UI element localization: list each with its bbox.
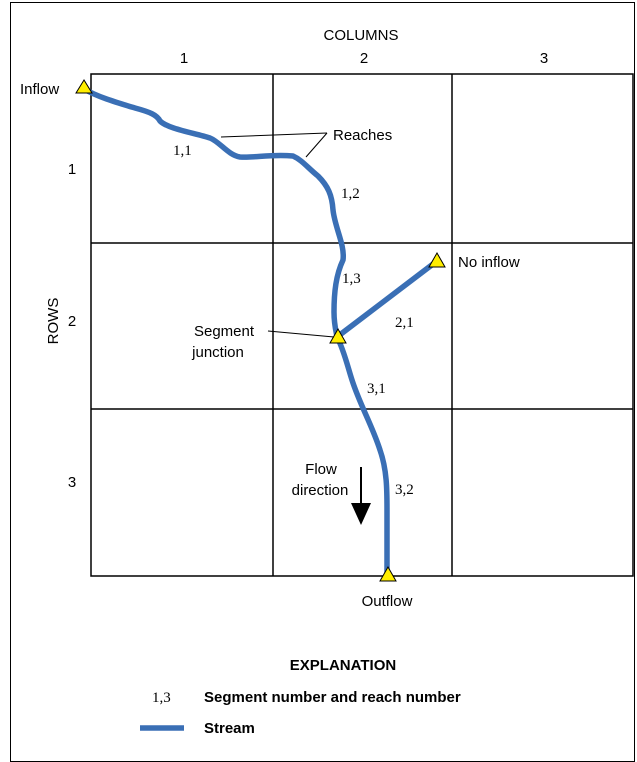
reach-label-2-1: 2,1: [395, 315, 414, 331]
segment-junction-label-line2: junction: [191, 344, 244, 361]
column-label-3: 3: [540, 50, 548, 67]
grid-border: [90, 73, 634, 577]
explanation-text-reach: Segment number and reach number: [204, 689, 461, 706]
rows-title: ROWS: [45, 298, 62, 345]
reach-label-3-1: 3,1: [367, 381, 386, 397]
segment-junction-node: [329, 327, 347, 344]
column-label-1: 1: [180, 50, 188, 67]
flow-direction-arrow: [351, 467, 371, 525]
stream-grid-diagram: COLUMNS 1 2 3 ROWS 1 2 3 Inflow Reaches: [20, 27, 634, 737]
reach-label-1-1: 1,1: [173, 143, 192, 159]
reach-label-1-3: 1,3: [342, 271, 361, 287]
segment-junction-label-line1: Segment: [194, 323, 255, 340]
reaches-label: Reaches: [333, 127, 392, 144]
reaches-leader-2: [305, 132, 328, 158]
explanation-text-stream: Stream: [204, 720, 255, 737]
outflow-node: [379, 565, 397, 582]
flow-direction-label-line1: Flow: [305, 461, 337, 478]
flow-direction-label-line2: direction: [292, 482, 349, 499]
inflow-node: [75, 79, 93, 94]
column-label-2: 2: [360, 50, 368, 67]
row-label-2: 2: [68, 313, 76, 330]
stream-segment-1: [81, 86, 346, 340]
row-label-1: 1: [68, 161, 76, 178]
reaches-leader-1: [220, 132, 328, 138]
inflow-label: Inflow: [20, 81, 59, 98]
stream-segment-2: [334, 258, 440, 340]
outflow-label: Outflow: [362, 593, 413, 610]
no-inflow-label: No inflow: [458, 254, 520, 271]
reach-label-3-2: 3,2: [395, 482, 414, 498]
explanation-symbol-reach: 1,3: [152, 690, 171, 706]
reach-label-1-2: 1,2: [341, 186, 360, 202]
explanation-title: EXPLANATION: [290, 657, 396, 674]
stream-segment-3: [334, 334, 390, 578]
row-label-3: 3: [68, 474, 76, 491]
no-inflow-node: [428, 251, 446, 268]
junction-leader: [267, 330, 335, 338]
columns-title: COLUMNS: [323, 27, 398, 44]
